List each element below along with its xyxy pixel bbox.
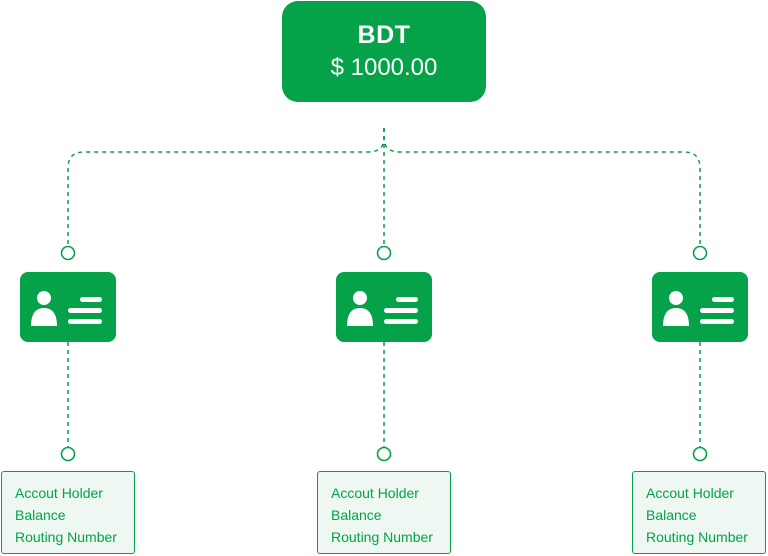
account-info-box: Accout Holder Balance Routing Number	[317, 471, 451, 554]
connector-left	[67, 128, 385, 245]
account-info-box: Accout Holder Balance Routing Number	[1, 471, 135, 554]
routing-number-label: Routing Number	[331, 529, 433, 545]
balance-label: Balance	[15, 507, 66, 523]
balance-label: Balance	[331, 507, 382, 523]
account-holder-label: Accout Holder	[646, 485, 734, 501]
currency-code: BDT	[357, 20, 411, 49]
id-card-icon-glyph	[347, 291, 418, 326]
node-dot-left-lower	[60, 446, 76, 462]
id-card-icon-glyph	[663, 291, 734, 326]
node-dot-center-upper	[376, 245, 392, 261]
node-dot-right-lower	[692, 446, 708, 462]
node-dot-right-upper	[692, 245, 708, 261]
balance-label: Balance	[646, 507, 697, 523]
routing-number-label: Routing Number	[646, 529, 748, 545]
id-card-icon	[652, 272, 748, 342]
root-currency-card: BDT $ 1000.00	[282, 1, 486, 102]
account-info-box: Accout Holder Balance Routing Number	[632, 471, 766, 554]
currency-amount: $ 1000.00	[330, 53, 438, 81]
id-card-icon	[336, 272, 432, 342]
account-holder-label: Accout Holder	[15, 485, 103, 501]
id-card-icon	[20, 272, 116, 342]
node-dot-center-lower	[376, 446, 392, 462]
routing-number-label: Routing Number	[15, 529, 117, 545]
connector-right	[383, 128, 701, 245]
id-card-icon-glyph	[31, 291, 102, 326]
account-holder-label: Accout Holder	[331, 485, 419, 501]
node-dot-left-upper	[60, 245, 76, 261]
